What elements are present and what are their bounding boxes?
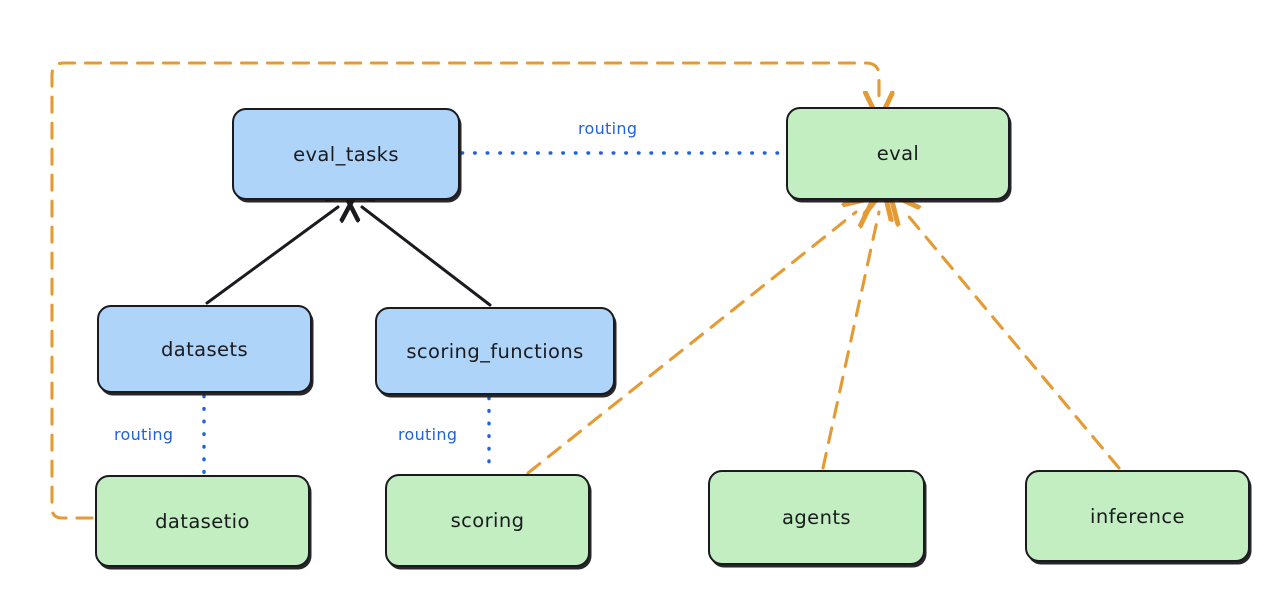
node-datasetio[interactable]: datasetio [95, 475, 310, 567]
edge-label-routing-scoring: routing [398, 425, 458, 444]
edge-datasets-to-eval_tasks [205, 207, 338, 305]
node-datasetio-label: datasetio [155, 509, 250, 533]
node-eval-tasks[interactable]: eval_tasks [232, 108, 460, 200]
node-datasets-label: datasets [160, 337, 249, 361]
node-agents[interactable]: agents [708, 470, 925, 565]
node-eval-tasks-label: eval_tasks [293, 142, 399, 166]
node-scoring-functions-label: scoring_functions [406, 339, 584, 363]
edge-scoring_functions-to-eval_tasks [362, 207, 492, 307]
edge-datasetio-to-eval [50, 61, 879, 520]
node-eval-label: eval [876, 142, 920, 165]
node-eval[interactable]: eval [786, 107, 1010, 200]
node-scoring-functions[interactable]: scoring_functions [375, 307, 615, 395]
node-agents-label: agents [782, 506, 851, 529]
node-scoring-label: scoring [450, 509, 525, 532]
edge-agents-to-eval [821, 212, 879, 470]
edge-label-routing-datasets: routing [114, 425, 174, 444]
node-scoring[interactable]: scoring [385, 474, 590, 567]
node-inference-label: inference [1090, 504, 1185, 528]
node-inference[interactable]: inference [1025, 470, 1250, 562]
edge-label-routing-eval: routing [578, 119, 638, 138]
edge-inference-to-eval [905, 212, 1121, 470]
node-datasets[interactable]: datasets [97, 305, 312, 393]
